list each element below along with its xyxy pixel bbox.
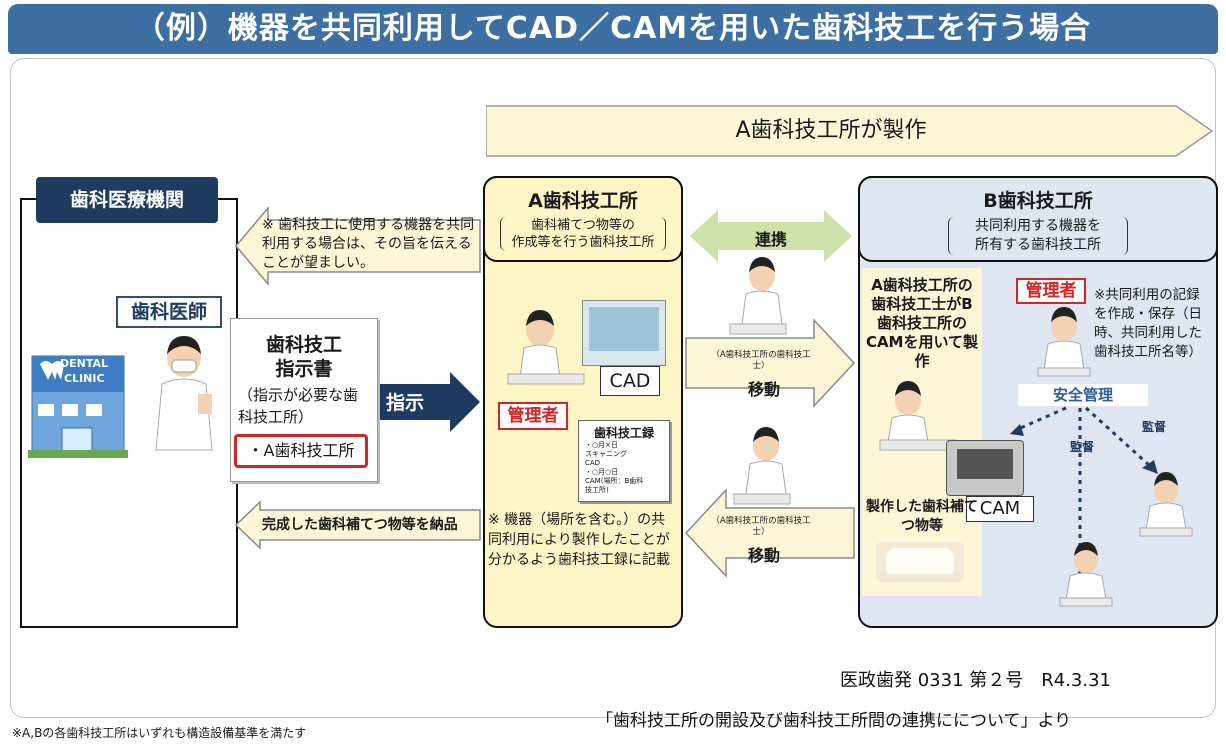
move-label-2: 移動 — [747, 546, 780, 565]
safety-label: 安全管理 — [1018, 384, 1148, 406]
b-lab-production-note: A歯科技工所の歯科技工士がB歯科技工所のCAMを用いて製作 — [865, 276, 979, 370]
record-line: 技工所) — [585, 486, 609, 494]
move-caption-1: （A歯科技工所の歯科技工士） — [711, 350, 811, 371]
banner-arrow — [486, 105, 1214, 157]
dentist-figure — [152, 334, 222, 454]
tech-record-document: 歯科技工録 ・○月×日 スキャニング CAD ・○月○日 CAM(場所：B歯科 … — [578, 420, 670, 502]
b-lab-sub-2: 所有する歯科技工所 — [975, 237, 1101, 253]
product-label: 製作した歯科補てつ物等 — [866, 499, 978, 534]
note-top: ※ 歯科技工に使用する機器を共同利用する場合は、その旨を伝えることが望ましい。 — [262, 217, 475, 271]
moving-technician-figure — [728, 254, 788, 338]
cam-label: CAM — [966, 496, 1034, 522]
b-lab-staff-figure-1 — [1138, 470, 1194, 542]
a-lab-header: A歯科技工所 歯科補てつ物等の作成等を行う歯科技工所 — [483, 176, 683, 262]
instruction-title-2: 指示書 — [275, 358, 333, 380]
dentist-label: 歯科医師 — [116, 296, 222, 328]
cad-computer-icon — [582, 300, 666, 366]
b-lab-title: B歯科技工所 — [983, 190, 1093, 212]
instruct-label: 指示 — [386, 392, 425, 414]
b-lab-sub-1: 共同利用する機器を — [975, 218, 1101, 234]
record-line: ・○月○日 — [585, 468, 619, 476]
link-label: 連携 — [754, 230, 787, 249]
instruct-arrow — [380, 372, 480, 432]
a-lab-sub-1: 歯科補てつ物等の — [531, 218, 635, 233]
deliver-label: 完成した歯科補てつ物等を納品 — [262, 517, 458, 533]
b-lab-header: B歯科技工所 共同利用する機器を所有する歯科技工所 — [858, 176, 1218, 262]
banner-label: A歯科技工所が製作 — [735, 118, 927, 143]
prosthesis-image — [876, 542, 964, 582]
clinic-sign-line1: DENTAL — [60, 357, 109, 370]
cad-label: CAD — [600, 366, 660, 396]
a-lab-manager: 管理者 — [498, 402, 568, 430]
clinic-title: 歯科医療機関 — [36, 177, 218, 223]
record-title: 歯科技工録 — [593, 426, 654, 440]
b-lab-staff-figure-2 — [1058, 540, 1114, 612]
supervise-label-1: 監督 — [1070, 440, 1095, 454]
instruction-sub: （指示が必要な歯科技工所） — [238, 386, 359, 426]
b-lab-manager-figure — [1036, 306, 1092, 380]
move-caption-2: （A歯科技工所の歯科技工士） — [711, 516, 811, 537]
cam-machine-icon — [946, 440, 1024, 496]
a-lab-note: ※ 機器（場所を含む。）の共同利用により製作したことが分かるよう歯科技工録に記載 — [488, 512, 670, 568]
a-lab-technician-figure — [506, 308, 586, 392]
deliver-arrow — [234, 500, 481, 550]
b-lab-working-technician-figure — [878, 380, 958, 454]
note-arrow-left — [235, 206, 481, 286]
a-lab-sub-2: 作成等を行う歯科技工所 — [511, 235, 655, 250]
page-title: （例）機器を共同利用してCAD／CAMを用いた歯科技工を行う場合 — [8, 4, 1218, 54]
instruction-lab: ・A歯科技工所 — [234, 434, 368, 468]
instruction-title-1: 歯科技工 — [265, 334, 342, 356]
record-line: CAD — [585, 459, 601, 467]
supervise-label-2: 監督 — [1142, 420, 1167, 434]
record-lines: ・○月×日 スキャニング CAD ・○月○日 CAM(場所：B歯科 技工所) — [579, 441, 669, 495]
move-arrow-left — [684, 488, 855, 578]
move-label-1: 移動 — [747, 380, 780, 399]
move-arrow-right — [685, 318, 856, 408]
record-line: スキャニング — [585, 450, 627, 458]
instruction-document — [230, 318, 378, 482]
link-arrow — [690, 210, 852, 262]
footnote: ※A,Bの各歯科技工所はいずれも構造設備基準を満たす — [12, 726, 307, 740]
record-line: CAM(場所：B歯科 — [585, 477, 644, 485]
returning-technician-figure — [732, 424, 792, 508]
a-lab-title: A歯科技工所 — [528, 190, 638, 212]
reference-line-2: 「歯科技工所の開設及び歯科技工所間の連携にについて」より — [596, 711, 1072, 731]
clinic-sign-line2: CLINIC — [64, 372, 105, 385]
reference-line-1: 医政歯発 0331 第２号 R4.3.31 — [840, 670, 1112, 691]
b-lab-manager-note: ※共同利用の記録を作成・保存（日時、共同利用した歯科技工所名等） — [1094, 287, 1202, 360]
clinic-building-icon — [28, 350, 128, 460]
b-lab-manager: 管理者 — [1016, 278, 1086, 304]
record-line: ・○月×日 — [585, 441, 618, 449]
